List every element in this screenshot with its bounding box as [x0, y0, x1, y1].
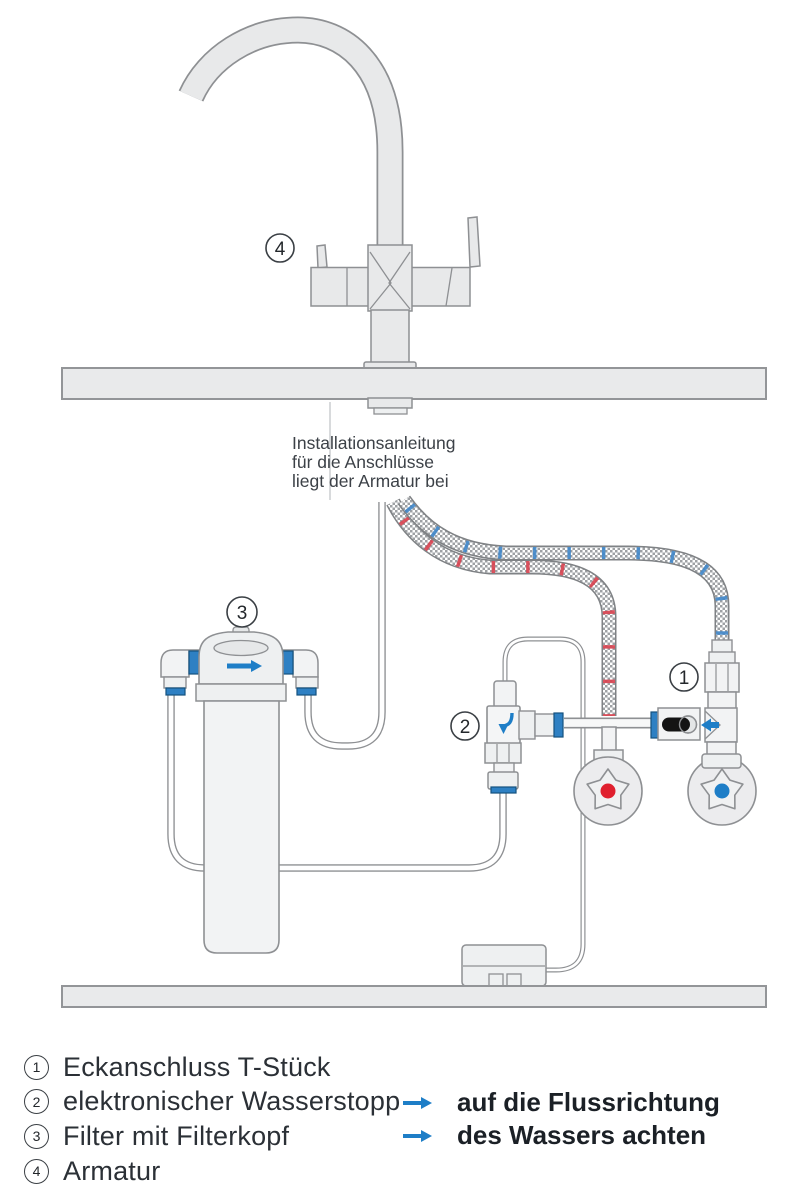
- hot-water-hose: [386, 498, 617, 716]
- under-sink-diagram: Installationsanleitung für die Anschlüss…: [61, 16, 767, 1008]
- hot-indicator-dot: [600, 783, 616, 799]
- flow-direction-note: auf die Flussrichtung des Wassers achten: [401, 1086, 720, 1152]
- callout-1: 1: [669, 662, 699, 692]
- legend-label-4: Armatur: [63, 1155, 161, 1186]
- t-piece-lever: [662, 717, 690, 732]
- filter-head: [195, 626, 287, 702]
- legend-item-2: 2 elektronischer Wasserstopp: [24, 1085, 400, 1120]
- flow-note-row-1: auf die Flussrichtung: [401, 1086, 720, 1119]
- legend-number-4: 4: [24, 1158, 49, 1184]
- callout-2-number: 2: [460, 717, 471, 738]
- cold-shutoff-valve: [687, 756, 757, 826]
- legend: 1 Eckanschluss T-Stück 2 elektronischer …: [24, 1050, 400, 1188]
- flow-note-line1: auf die Flussrichtung: [457, 1087, 720, 1117]
- countertop: [61, 367, 767, 400]
- legend-number-1: 1: [24, 1054, 49, 1080]
- callout-1-number: 1: [679, 668, 690, 689]
- callout-3: 3: [226, 596, 258, 628]
- quick-connect-ring: [296, 687, 317, 696]
- legend-label-1: Eckanschluss T-Stück: [63, 1051, 331, 1082]
- legend-number-3: 3: [24, 1123, 49, 1149]
- filtered-water-tube: [304, 502, 386, 750]
- control-cable: [502, 636, 586, 973]
- hot-shutoff-valve: [573, 756, 643, 826]
- callout-2: 2: [450, 711, 480, 741]
- legend-label-3: Filter mit Filterkopf: [63, 1120, 290, 1151]
- floor: [61, 985, 767, 1008]
- legend-item-1: 1 Eckanschluss T-Stück: [24, 1050, 400, 1085]
- flow-note-row-2: des Wassers achten: [401, 1119, 720, 1152]
- quick-connect-ring: [165, 687, 186, 696]
- filter-cartridge: [203, 700, 280, 954]
- filter-outlet-elbow: [282, 649, 319, 696]
- faucet: [178, 16, 481, 372]
- install-note-line1: Installationsanleitung: [292, 433, 455, 453]
- quick-connect-ring: [553, 712, 564, 738]
- install-note-line2: für die Anschlüsse: [292, 452, 434, 472]
- water-stop-valve: [484, 680, 564, 794]
- cold-water-hose: [397, 495, 730, 642]
- flow-direction-arrow-right-icon: [227, 660, 262, 672]
- legend-label-2: elektronischer Wasserstopp: [63, 1086, 401, 1117]
- faucet-body: [363, 244, 417, 372]
- flow-arrow-icon: [403, 1129, 432, 1142]
- leak-sensor-box: [461, 944, 547, 987]
- faucet-left-handle: [310, 244, 370, 307]
- t-piece-valve: [650, 639, 742, 769]
- flow-direction-arrow-left-icon: [701, 718, 719, 732]
- faucet-spout-icon: [178, 16, 404, 246]
- callout-4: 4: [265, 233, 295, 263]
- filter-inlet-elbow: [160, 649, 200, 696]
- flow-note-line2: des Wassers achten: [457, 1120, 707, 1150]
- callout-3-number: 3: [237, 603, 248, 624]
- flow-direction-arrow-curved-icon: [498, 712, 514, 734]
- install-note: Installationsanleitung für die Anschlüss…: [292, 433, 455, 491]
- quick-connect-ring: [282, 650, 294, 675]
- faucet-right-handle: [410, 216, 481, 307]
- flow-arrow-icon: [403, 1096, 432, 1109]
- quick-connect-ring: [188, 650, 200, 675]
- filter-unit: [160, 626, 319, 954]
- callout-4-number: 4: [275, 239, 286, 260]
- legend-number-2: 2: [24, 1089, 49, 1115]
- install-note-line3: liegt der Armatur bei: [292, 471, 449, 491]
- cold-indicator-dot: [714, 783, 730, 799]
- filter-inlet-tube: [167, 695, 507, 872]
- legend-item-4: 4 Armatur: [24, 1154, 400, 1189]
- quick-connect-ring: [490, 786, 517, 794]
- faucet-shank: [329, 397, 413, 500]
- legend-item-3: 3 Filter mit Filterkopf: [24, 1119, 400, 1154]
